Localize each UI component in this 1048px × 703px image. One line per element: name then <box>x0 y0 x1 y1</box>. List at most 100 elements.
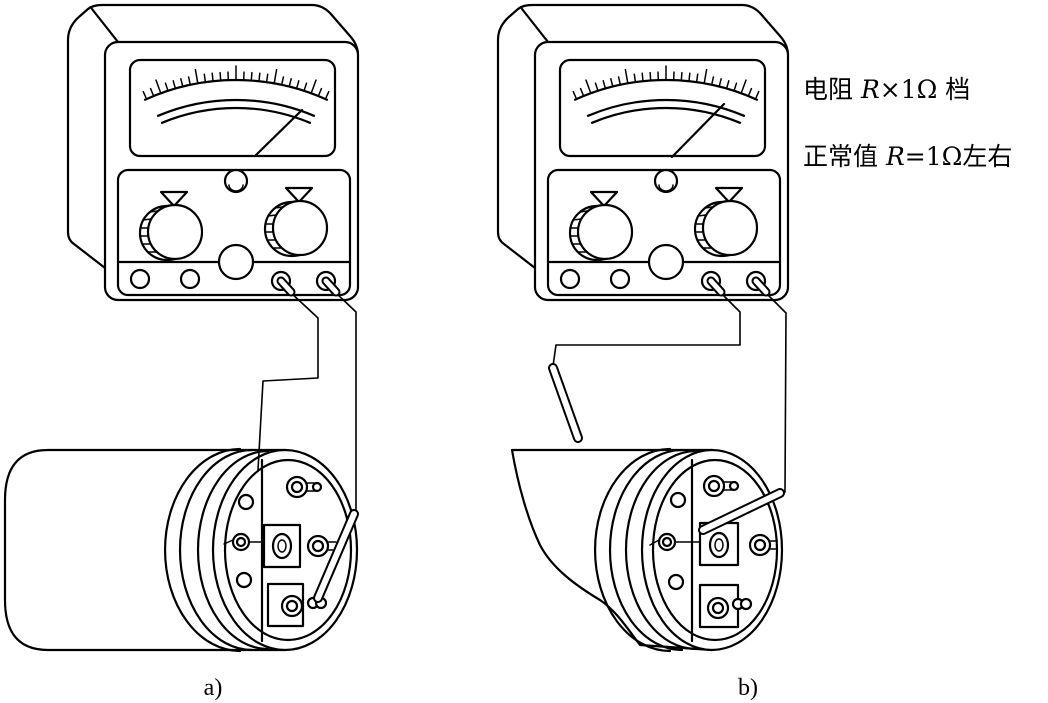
terminal-nut-hole <box>290 480 304 494</box>
meter-needle-a <box>254 108 304 157</box>
motor-a <box>3 447 359 653</box>
zero-adjust-screw-slot <box>658 184 674 192</box>
meter-case-outline <box>496 3 790 270</box>
meter-scale-ticks <box>572 65 760 100</box>
terminal-lead <box>649 539 701 546</box>
terminal-nut-hole <box>661 536 673 548</box>
motor-flange-arc-3 <box>196 449 270 651</box>
terminal-washer <box>739 597 753 611</box>
top-terminal <box>702 474 740 498</box>
terminal-oval-inner <box>714 538 724 552</box>
test-leads-b <box>548 276 787 535</box>
terminal-nut-hole <box>235 536 247 548</box>
motor-flange-arc-2 <box>178 448 254 652</box>
knob-knurling <box>139 210 158 253</box>
motor-end-face-rim <box>651 458 779 642</box>
knob-knurling <box>264 206 283 249</box>
terminal-nut-hole <box>707 479 721 493</box>
range-setting-label: 电阻 R×1Ω 档 <box>803 75 970 104</box>
mounting-hole-lower <box>235 571 253 589</box>
zero-adjust-screw-head <box>653 168 679 194</box>
normal-value-suffix: =1Ω左右 <box>905 142 1013 171</box>
terminal-screw <box>769 540 778 550</box>
meter-scale-arc-middle <box>156 98 316 117</box>
normal-value-label: 正常值 R=1Ω左右 <box>803 142 1012 171</box>
zero-adjust-screw <box>223 168 249 194</box>
test-lead-wire-1 <box>257 291 319 471</box>
knob-pointer-triangle-icon <box>589 190 619 208</box>
knob-face <box>271 199 329 257</box>
meter-socket-1 <box>559 268 581 290</box>
test-lead-plug-1-core <box>278 278 294 295</box>
panel-caption-b: b) <box>738 675 758 701</box>
meter-scale-arc-outer <box>573 78 759 101</box>
terminal-plate <box>262 523 302 569</box>
test-lead-wire-1 <box>552 291 741 367</box>
test-lead-plug-2-core <box>753 278 769 295</box>
meter-scale-arc-inner <box>590 106 742 124</box>
range-setting-prefix: 电阻 <box>803 75 861 104</box>
knob-knurling <box>569 210 588 253</box>
meter-case-outline <box>66 3 360 270</box>
multimeter-b <box>496 3 790 302</box>
zero-adjust-screw <box>653 168 679 194</box>
panel-caption-a: a) <box>204 675 223 701</box>
terminal-oval-inner <box>277 539 287 553</box>
knob-face <box>701 199 759 257</box>
test-lead-wire-2 <box>764 291 787 493</box>
motor-b <box>510 447 784 653</box>
motor-housing <box>3 448 287 652</box>
test-probe-a-core <box>315 511 357 601</box>
terminal-nut <box>657 532 677 552</box>
meter-scale-arc-outer <box>143 78 329 101</box>
test-probe-b-core <box>700 490 783 533</box>
range-selector-knob <box>568 190 634 262</box>
knob-knurling <box>694 206 713 249</box>
meter-scale-arc-middle <box>586 98 746 117</box>
motor-end-face-rim <box>223 458 353 642</box>
meter-scale-ticks <box>142 65 330 100</box>
knob-pointer-triangle-icon <box>159 190 189 208</box>
knob-pointer-triangle-icon <box>284 186 314 204</box>
multimeter-a <box>66 3 360 302</box>
motor-flange-arc-1 <box>593 447 672 653</box>
knob-face <box>146 203 204 261</box>
meter-case-edge <box>520 7 550 44</box>
test-lead-plug-1-core <box>708 278 724 295</box>
normal-value-variable: R <box>885 142 905 171</box>
meter-display-window <box>558 58 767 158</box>
test-probe-free-core <box>550 365 581 441</box>
range-selector-knob <box>138 190 204 262</box>
range-setting-variable: R <box>860 75 880 104</box>
motor-flange-arc-2 <box>608 448 684 652</box>
mounting-hole-upper <box>237 493 255 511</box>
terminal-oval <box>271 532 293 560</box>
terminal-nut <box>285 475 309 499</box>
motor-flange-arc-1 <box>163 447 242 653</box>
left-terminal <box>223 532 263 552</box>
ohm-adjust-knob <box>217 243 255 281</box>
test-lead-plug-2-core <box>323 278 339 295</box>
terminal-nut <box>231 532 251 552</box>
terminal-nut <box>706 596 730 620</box>
right-terminal <box>748 533 778 557</box>
terminal-lead <box>223 539 263 545</box>
center-terminal-plate <box>262 523 302 569</box>
meter-socket-1 <box>129 268 151 290</box>
range-setting-suffix: ×1Ω 档 <box>880 75 971 104</box>
meter-socket-2 <box>179 268 201 290</box>
terminal-nut <box>306 534 330 558</box>
normal-value-prefix: 正常值 <box>803 142 886 171</box>
meter-needle-b <box>670 102 726 159</box>
terminal-screw-cap <box>728 480 740 492</box>
terminal-nut <box>748 533 772 557</box>
terminal-screw-cap <box>311 481 323 493</box>
test-leads-a <box>257 276 359 603</box>
motor-housing-broken <box>510 448 714 652</box>
knob-pointer-triangle-icon <box>714 186 744 204</box>
terminal-oval <box>708 531 730 559</box>
top-terminal <box>285 475 323 499</box>
knob-face <box>576 203 634 261</box>
meter-socket-2 <box>609 268 631 290</box>
